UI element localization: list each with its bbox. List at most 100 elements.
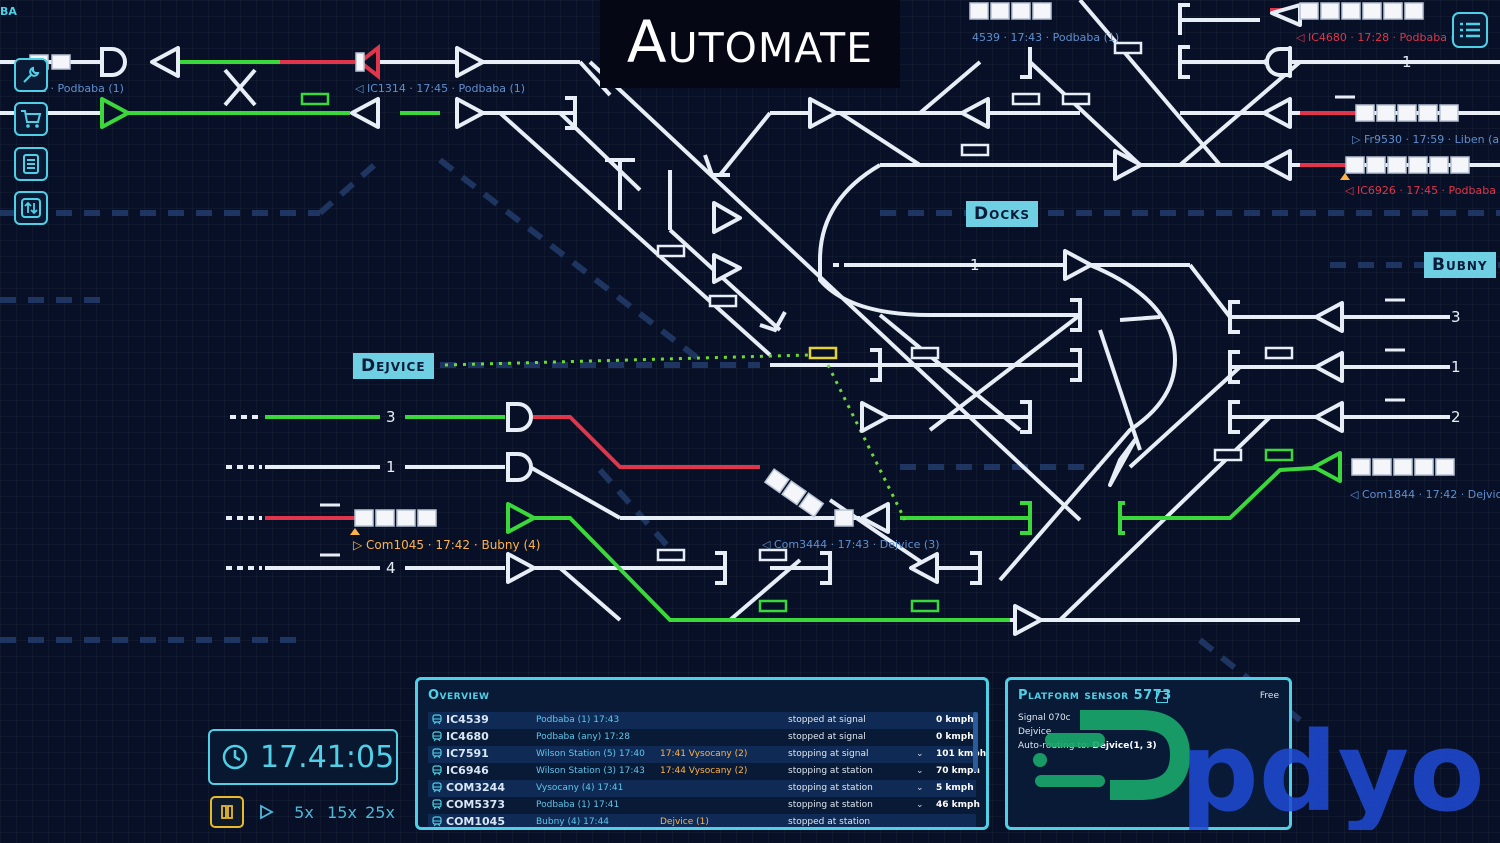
play-button[interactable] [252,796,280,828]
swap-button[interactable] [14,191,48,225]
track-number: 1 [1451,358,1461,376]
expand-chevron-icon[interactable]: ⌄ [916,766,924,776]
game-clock: 17.41:05 [208,729,398,785]
overview-row[interactable]: COM1045 Bubny (4) 17:44 Dejvice (1) stopped… [428,814,976,828]
train-label[interactable]: 1 · Podbaba (1) [40,82,124,95]
expand-chevron-icon[interactable]: ⌄ [916,783,924,793]
train-label[interactable]: ◁ IC4680 · 17:28 · Podbaba (an [1296,31,1469,44]
menu-button[interactable] [1452,12,1488,48]
speed-25x-button[interactable]: 25x [365,802,395,822]
track-number: 2 [1451,408,1461,426]
speed-15x-button[interactable]: 15x [327,802,357,822]
train-speed: 0 kmph [936,732,974,742]
station-label-dejvice[interactable]: Dejvice [353,353,434,379]
track-number: 1 [1402,53,1412,71]
clock-icon [222,744,248,770]
train-icon [432,765,442,776]
train-label[interactable]: ◁ IC1314 · 17:45 · Podbaba (1) [355,82,526,95]
train-speed: 46 kmph [936,800,980,810]
shop-button[interactable] [14,102,48,136]
train-status: stopped at signal [788,732,866,742]
train-icon [432,816,442,827]
train-icon [432,782,442,793]
track-number: 3 [386,408,396,426]
train-speed: 70 kmph [936,766,980,776]
overview-row[interactable]: COM3244 Vysocany (4) 17:41 stopping at sta… [428,780,976,797]
list-menu-icon [1460,22,1480,38]
train-status: stopped at signal [788,715,866,725]
train-label[interactable]: BA [0,5,17,18]
train-status: stopping at station [788,766,873,776]
station-label-docks[interactable]: Docks [966,201,1039,227]
routing-target[interactable]: Dejvice(1, 3) [1092,741,1157,751]
sensor-signal: Signal 070c [1018,713,1071,723]
track-number: 1 [386,458,396,476]
train-status: stopping at station [788,783,873,793]
train-destination: Wilson Station (5) 17:40 [536,749,645,759]
speed-5x-button[interactable]: 5x [294,802,314,822]
overview-scrollbar[interactable] [973,712,978,772]
pause-button[interactable] [210,796,244,828]
expand-chevron-icon[interactable]: ⌄ [916,749,924,759]
train-label[interactable]: ▷ Fr9530 · 17:59 · Liben (any [1352,133,1500,146]
clock-time: 17.41:05 [260,739,395,775]
train-id: IC4539 [446,713,489,726]
station-label-bubny[interactable]: Bubny [1424,252,1496,278]
swap-icon [21,198,41,218]
pause-icon [221,805,233,819]
train-speed: 0 kmph [936,715,974,725]
sensor-routing: Auto-routing to: Dejvice(1, 3) [1018,741,1157,751]
train-next-destination: Dejvice (1) [660,817,709,827]
train-speed: 5 kmph [936,783,974,793]
sensor-title: Platform sensor 5773 [1018,688,1172,703]
train-status: stopped at station [788,817,871,827]
tools-button[interactable] [14,58,48,92]
sensor-station: Dejvice [1018,727,1052,737]
train-status: stopping at station [788,800,873,810]
train-destination: Podbaba (1) 17:43 [536,715,620,725]
overview-row[interactable]: IC4539 Podbaba (1) 17:43 stopped at signal… [428,712,976,729]
train-label[interactable]: ▷ Com1045 · 17:42 · Bubny (4) [353,538,541,552]
train-label[interactable]: ◁ Com3444 · 17:43 · Dejvice (3) [762,538,940,551]
train-destination: Podbaba (any) 17:28 [536,732,631,742]
sensor-settings-icon[interactable] [1156,691,1168,703]
train-label[interactable]: 4539 · 17:43 · Podbaba (1) [972,31,1120,44]
train-destination: Vysocany (4) 17:41 [536,783,624,793]
book-icon [23,154,39,174]
train-destination: Bubny (4) 17:44 [536,817,610,827]
train-id: COM3244 [446,781,505,794]
track-number: 1 [970,256,980,274]
train-destination: Podbaba (1) 17:41 [536,800,620,810]
track-number: 4 [386,559,396,577]
routing-prefix: Auto-routing to: [1018,741,1090,751]
train-label[interactable]: ◁ Com1844 · 17:42 · Dejvice [1350,488,1500,501]
train-label[interactable]: ◁ IC6926 · 17:45 · Podbaba (1) [1345,184,1500,197]
train-speed: 101 kmph [936,749,987,759]
train-id: COM1045 [446,815,505,828]
train-icon [432,799,442,810]
train-icon [432,731,442,742]
train-next-destination: 17:44 Vysocany (2) [660,766,748,776]
train-status: stopping at signal [788,749,869,759]
train-icon [432,714,442,725]
wrench-icon [23,66,40,83]
train-next-destination: 17:41 Vysocany (2) [660,749,748,759]
sensor-state: Free [1259,691,1279,701]
overview-row[interactable]: IC6946 Wilson Station (3) 17:43 17:44 Vyso… [428,763,980,780]
train-icon [432,748,442,759]
timetable-button[interactable] [14,147,48,181]
train-destination: Wilson Station (3) 17:43 [536,766,645,776]
expand-chevron-icon[interactable]: ⌄ [916,800,924,810]
cart-icon [21,110,42,128]
overview-title: Overview [428,688,490,703]
track-number: 3 [1451,308,1461,326]
platform-sensor-panel: Platform sensor 5773 Free Signal 070c De… [1005,677,1292,830]
train-id: IC6946 [446,764,489,777]
train-id: IC4680 [446,730,489,743]
play-icon [260,804,274,820]
overview-row[interactable]: IC4680 Podbaba (any) 17:28 stopped at sign… [428,729,976,746]
